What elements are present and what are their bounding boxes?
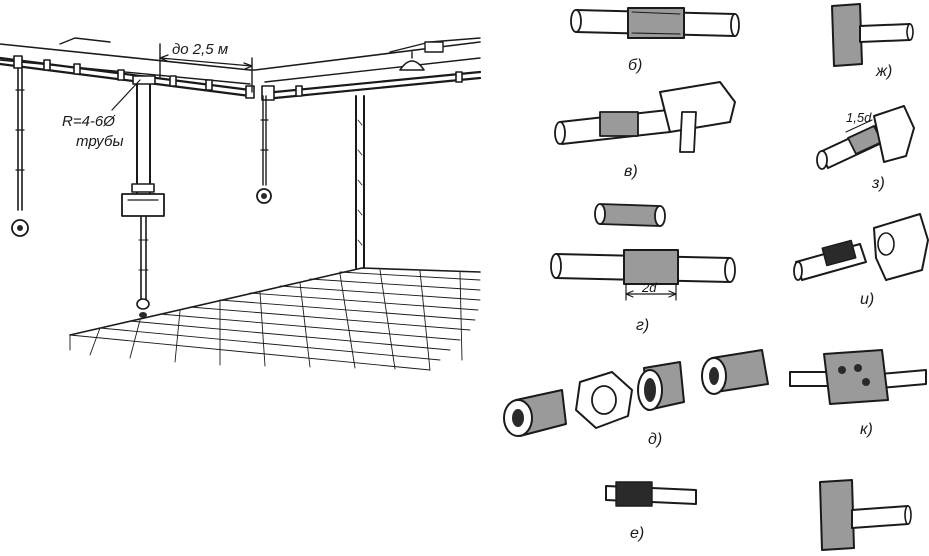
bend-radius-label-unit: трубы (76, 133, 123, 150)
fig-d-threaded-fittings: д) (503, 349, 769, 448)
bend-radius-label: R=4-6Ø (62, 113, 116, 130)
fig-zh-box-entry: ж) (831, 3, 914, 80)
fig-v-label: в) (624, 163, 638, 180)
box-entry-bottom (819, 479, 912, 551)
floor-grid (69, 269, 481, 371)
fig-g-sleeve-2d: 2d г) (550, 203, 736, 334)
fig-v-box-connection: в) (554, 81, 736, 180)
dimension-length-label: до 2,5 м (172, 41, 228, 58)
dim-1-5d-label: 1,5d (846, 110, 872, 125)
fig-d-label: д) (648, 431, 662, 448)
fig-e-label: е) (630, 525, 644, 542)
fig-zh-label: ж) (875, 63, 892, 80)
fig-g-label: г) (636, 317, 649, 334)
fig-i-box-entry: и) (793, 213, 929, 308)
ceiling-lamp (399, 41, 444, 71)
fig-z-entry-1-5d: 1,5d з) (816, 105, 915, 192)
fig-b-label: б) (628, 57, 642, 74)
fig-b-sleeve-joint: б) (570, 7, 740, 74)
fig-k-label: к) (860, 421, 873, 438)
fig-i-label: и) (860, 291, 874, 308)
fig-k-junction-box: к) (789, 349, 927, 438)
conduit-couplings (13, 55, 463, 101)
room-scene: до 2,5 м R=4-6Ø трубы (0, 37, 482, 371)
fig-z-label: з) (871, 175, 885, 192)
dim-2d-label: 2d (641, 280, 657, 295)
fig-e-joint: е) (605, 481, 697, 542)
